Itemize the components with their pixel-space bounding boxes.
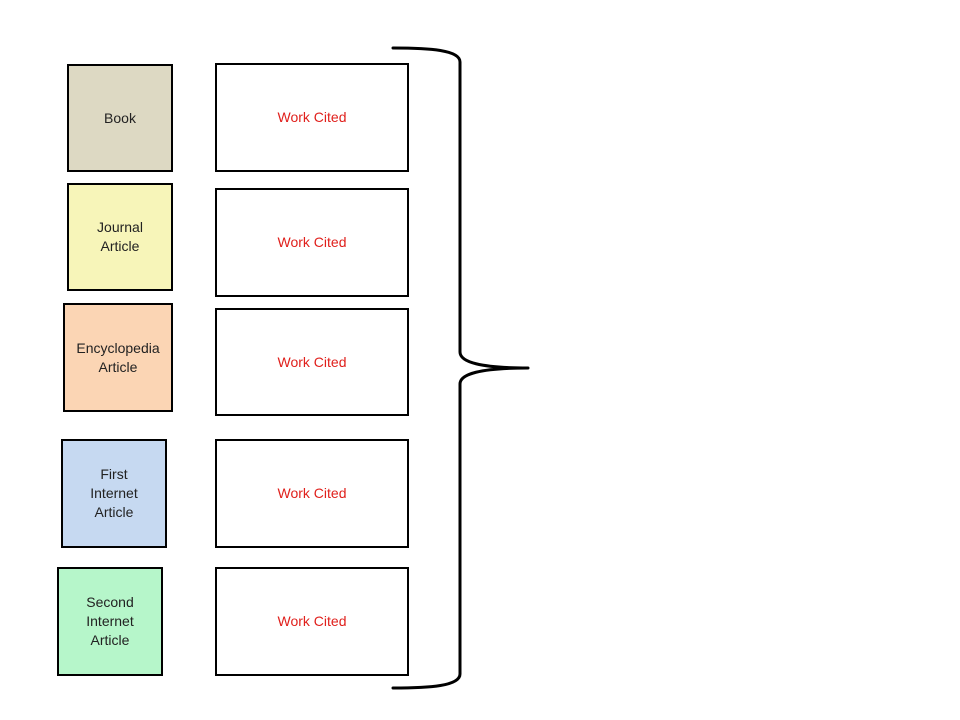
- source-box-first-internet-article: First Internet Article: [61, 439, 167, 548]
- work-cited-box-3: Work Cited: [215, 308, 409, 416]
- work-cited-box-4: Work Cited: [215, 439, 409, 548]
- source-box-journal-article: Journal Article: [67, 183, 173, 291]
- source-box-book: Book: [67, 64, 173, 172]
- work-cited-box-5: Work Cited: [215, 567, 409, 676]
- source-box-encyclopedia-article: Encyclopedia Article: [63, 303, 173, 412]
- source-box-second-internet-article: Second Internet Article: [57, 567, 163, 676]
- work-cited-box-2: Work Cited: [215, 188, 409, 297]
- work-cited-box-1: Work Cited: [215, 63, 409, 172]
